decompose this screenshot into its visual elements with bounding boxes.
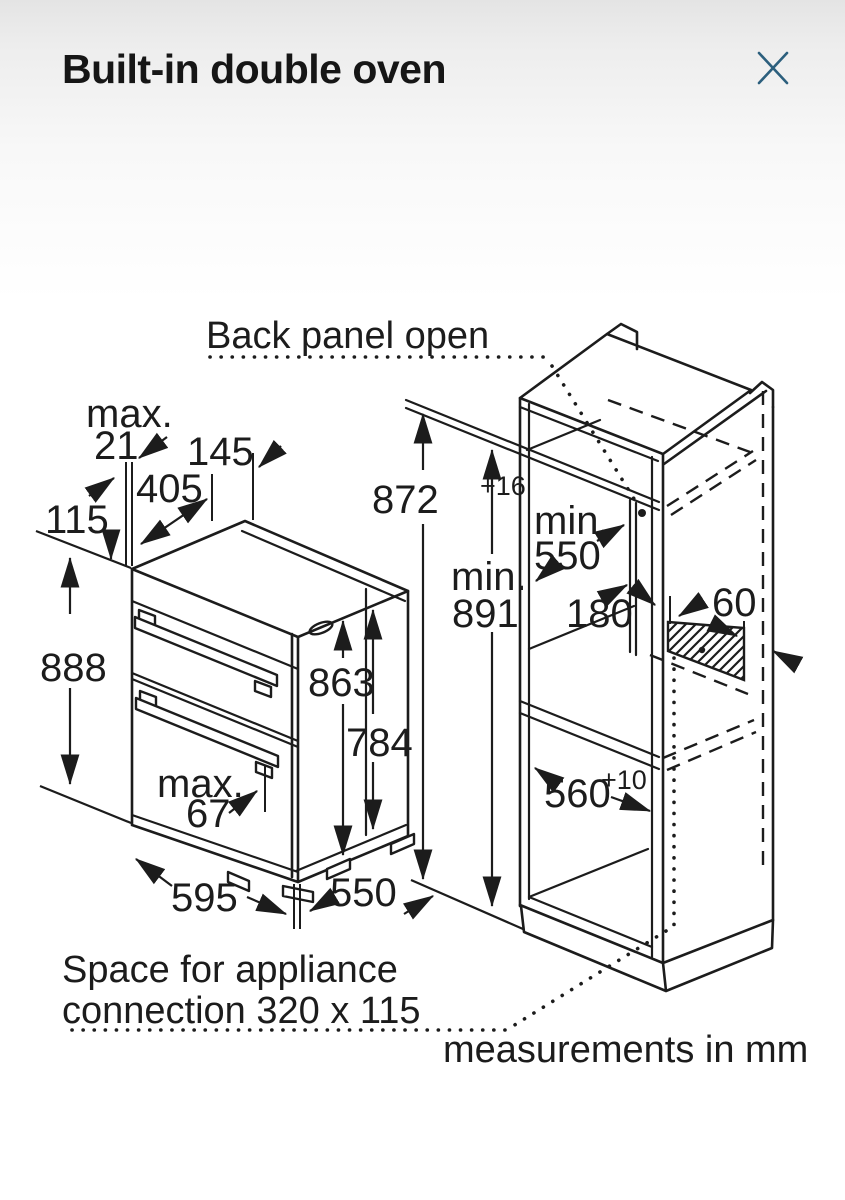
dim-180-arrow-up	[596, 584, 629, 608]
dim-872-base: 872	[372, 478, 439, 522]
dim-784-label: 784	[346, 721, 413, 765]
connection-point-dot	[698, 646, 706, 654]
cabinet-bottom-and-plinth	[518, 903, 775, 993]
dim-max67-value: 67	[186, 792, 231, 836]
cabinet-inner-vertical-edges	[527, 402, 654, 959]
cabinet-unit	[404, 322, 775, 993]
hidden-shelf-side-lower	[662, 718, 757, 772]
dim-550-arrow-right	[402, 895, 435, 920]
oven-lower-door-handle	[134, 696, 280, 769]
oven-side-grip-cutout	[308, 620, 334, 636]
dim-min891-value: 891	[452, 592, 519, 636]
dim-863: 863	[308, 619, 375, 857]
cabinet-bottom-shelf-lines	[518, 699, 661, 771]
dim-888: 888	[35, 529, 132, 825]
dim-405-arrow	[140, 498, 208, 545]
dim-888-ext-lines	[35, 529, 132, 825]
dim-min550-arrow-back	[593, 524, 626, 549]
close-icon-strokes	[757, 51, 789, 85]
dim-145-arrow	[258, 439, 287, 468]
back-panel-leader-dot	[638, 509, 646, 517]
dim-888-label: 888	[40, 646, 107, 690]
units-note: measurements in mm	[443, 1029, 808, 1071]
dim-550: 550	[308, 871, 435, 920]
dim-595-arrow-left	[135, 858, 173, 887]
cabinet-top-inner-edge	[518, 405, 660, 463]
dim-560-arrow-right	[610, 792, 652, 813]
cabinet-vertical-edges	[518, 396, 775, 965]
cabinet-top-face	[518, 332, 753, 456]
oven-upper-handle-mount-right	[253, 679, 273, 699]
dim-max21-ref-lines	[125, 462, 133, 566]
hidden-dashed-lines	[607, 391, 765, 866]
oven-upper-door-handle	[133, 615, 279, 688]
back-panel-open-label: Back panel open	[206, 315, 489, 357]
dim-max21-word: max.	[86, 392, 173, 436]
dim-560: 560 +10	[534, 765, 652, 816]
dim-max21: max. 21	[86, 392, 173, 566]
page-title: Built-in double oven	[62, 46, 447, 92]
dim-595-label: 595	[171, 876, 238, 920]
connection-note-leader	[62, 929, 668, 1032]
oven-unit	[130, 519, 416, 904]
dim-min550-value: 550	[534, 534, 601, 578]
dim-60-label: 60	[712, 581, 757, 625]
dim-60: 60	[669, 581, 804, 674]
dim-60-ticks	[669, 596, 745, 649]
dim-115-arrow-up	[84, 477, 115, 503]
dotted-reference-paths	[62, 355, 676, 1032]
dim-60-arrow-right	[706, 614, 739, 637]
connection-note-line1: Space for appliance	[62, 949, 398, 991]
dim-145-label: 145	[187, 430, 254, 474]
dim-115: 115	[45, 477, 121, 561]
dim-max67-word: max.	[157, 762, 244, 806]
hidden-top-shelf-back-edge	[607, 398, 751, 454]
dim-max67-arrow	[228, 790, 258, 817]
dim-min550-word: min.	[534, 499, 610, 543]
connection-note-line2: connection 320 x 115	[62, 990, 420, 1032]
cabinet-back-left-tab	[605, 322, 639, 351]
dim-872-sup: +16	[480, 471, 526, 501]
dim-115-label: 115	[45, 498, 109, 542]
dim-405-label: 405	[136, 467, 203, 511]
dim-min550: min. 550	[534, 499, 626, 582]
oven-body-edges	[130, 567, 410, 884]
dim-560-base: 560	[544, 772, 611, 816]
dim-595: 595	[135, 858, 301, 929]
cabinet-back-right-tab	[748, 380, 775, 409]
text-annotations: Back panel open Space for appliance conn…	[62, 315, 808, 1071]
appliance-connection-hatch	[666, 620, 746, 682]
dim-560-sup: +10	[601, 765, 647, 795]
close-button[interactable]	[751, 46, 795, 90]
hidden-shelf-side-upper	[666, 449, 757, 517]
dim-180-arrow-down	[626, 578, 656, 606]
dim-595-ticks	[293, 884, 301, 929]
dim-min550-arrow-front	[535, 554, 565, 582]
worktop-and-shelf-lines	[404, 398, 661, 512]
dim-max21-value: 21	[94, 424, 139, 468]
back-panel-open-leader	[550, 364, 638, 504]
dim-min891: min. 891	[451, 448, 527, 908]
dim-405: 405	[136, 467, 213, 545]
dim-145: 145	[187, 430, 287, 520]
close-icon	[757, 51, 789, 85]
dim-595-arrow-right	[246, 893, 288, 916]
dim-60-arrow-left	[678, 592, 709, 617]
oven-front-panel-lines	[130, 599, 408, 874]
dim-550-arrow-left	[308, 887, 341, 912]
dim-560-arrow-left	[534, 767, 565, 793]
dim-180-label: 180	[566, 592, 633, 636]
back-edge-pointer-arrow	[771, 650, 804, 674]
hidden-connection-bottom-edge	[649, 653, 749, 696]
dim-min891-word: min.	[451, 555, 527, 599]
dim-550-label: 550	[330, 871, 397, 915]
dim-max21-arrow	[138, 432, 169, 459]
dim-863-label: 863	[308, 661, 375, 705]
dim-max67: max. 67	[157, 762, 266, 836]
dim-784: 784	[346, 608, 413, 831]
floor-reference-line	[410, 878, 524, 931]
cabinet-side-top-edges	[662, 389, 768, 466]
dim-180: 180	[566, 578, 656, 636]
dimension-annotations: 888 115 max. 21 405 145 863	[35, 392, 804, 931]
